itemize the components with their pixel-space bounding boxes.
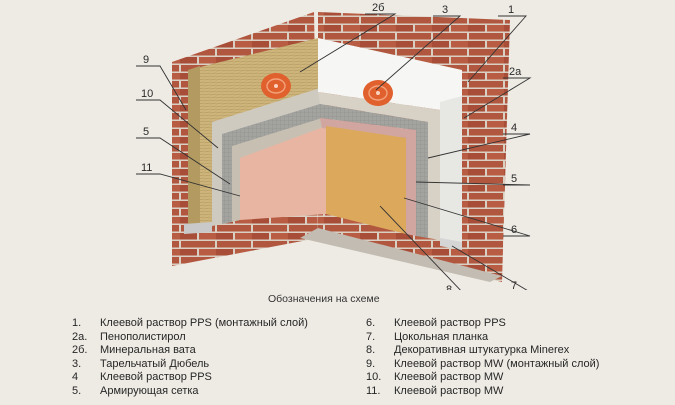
callout-2b: 2б [372, 2, 384, 14]
polystyrene-layer [318, 38, 462, 244]
legend-item: 1. Клеевой раствор PPS (монтажный слой) [72, 317, 308, 331]
dowel-icon [261, 73, 291, 99]
legend-caption: Обозначения на схеме [268, 293, 380, 305]
legend-right-column: 6. Клеевой раствор PPS 7. Цокольная планка… [366, 317, 599, 399]
legend-text: Тарельчатый Дюбель [100, 357, 210, 370]
callout-1: 1 [508, 4, 514, 16]
legend-text: Клеевой раствор PPS [100, 371, 212, 384]
legend-left-column: 1. Клеевой раствор PPS (монтажный слой) 2… [72, 317, 308, 399]
callout-2a: 2а [509, 66, 522, 78]
legend-text: Клеевой раствор PPS (монтажный слой) [100, 317, 308, 329]
legend-number: 2а. [72, 330, 88, 343]
legend-number: 3. [72, 357, 82, 370]
mesh-layer-right [320, 104, 428, 238]
legend-number: 2б. [72, 344, 88, 357]
callout-5-left: 5 [143, 126, 149, 138]
legend-item: 11. Клеевой раствор MW [366, 385, 599, 399]
legend-item: 4 Клеевой раствор PPS [72, 371, 308, 385]
legend-item: 7. Цокольная планка [366, 331, 599, 345]
legend-text: Пенополистирол [100, 330, 186, 343]
legend-number: 10. [366, 371, 382, 384]
base-plank [184, 222, 462, 250]
callout-labels: 2б 3 1 9 2а 10 4 5 5 11 6 7 8 [141, 2, 522, 290]
legend-item: 2а. Пенополистирол [72, 331, 308, 345]
wall-cutaway-illustration: 2б 3 1 9 2а 10 4 5 5 11 6 7 8 [136, 2, 532, 290]
legend-number: 11. [366, 384, 381, 397]
callout-4: 4 [511, 122, 517, 134]
callout-3: 3 [442, 4, 448, 16]
legend-number: 7. [366, 330, 376, 343]
base-coat-left [232, 118, 322, 222]
callout-11: 11 [141, 162, 152, 174]
callout-9: 9 [143, 54, 149, 66]
decor-plaster-pink [240, 126, 326, 220]
dowel-icon [363, 80, 393, 106]
legend-number: 8. [366, 344, 376, 357]
legend-text: Клеевой раствор PPS [394, 317, 506, 329]
legend-text: Армирующая сетка [100, 384, 199, 397]
legend-item: 10. Клеевой раствор MW [366, 371, 599, 385]
leader-lines [136, 13, 532, 290]
callout-6: 6 [511, 224, 517, 236]
legend-number: 9. [366, 357, 376, 370]
legend-number: 4 [72, 371, 79, 384]
callout-8: 8 [446, 284, 452, 290]
legend-text: Минеральная вата [100, 344, 196, 357]
callout-10: 10 [141, 88, 153, 100]
legend-number: 1. [72, 317, 82, 329]
legend-number: 6. [366, 317, 376, 329]
legend-number: 5. [72, 384, 82, 397]
legend-text: Декоративная штукатурка Minerex [394, 344, 570, 357]
mesh-layer-left [222, 104, 320, 224]
legend-text: Клеевой раствор MW (монтажный слой) [394, 357, 600, 370]
legend-text: Клеевой раствор MW [394, 371, 504, 384]
callout-7: 7 [511, 280, 517, 290]
callout-5-right: 5 [511, 173, 517, 185]
legend-text: Цокольная планка [394, 330, 489, 343]
legend-item: 3. Тарельчатый Дюбель [72, 358, 308, 372]
legend-text: Клеевой раствор MW [394, 384, 504, 397]
legend-item: 6. Клеевой раствор PPS [366, 317, 599, 331]
base-coat-right [320, 118, 416, 236]
legend-item: 2б. Минеральная вата [72, 344, 308, 358]
legend-item: 9. Клеевой раствор MW (монтажный слой) [366, 358, 599, 372]
legend-item: 8. Декоративная штукатурка Minerex [366, 344, 599, 358]
adhesive-layer-left [212, 88, 320, 226]
decor-plaster-yellow [326, 126, 406, 234]
legend-item: 5. Армирующая сетка [72, 385, 308, 399]
